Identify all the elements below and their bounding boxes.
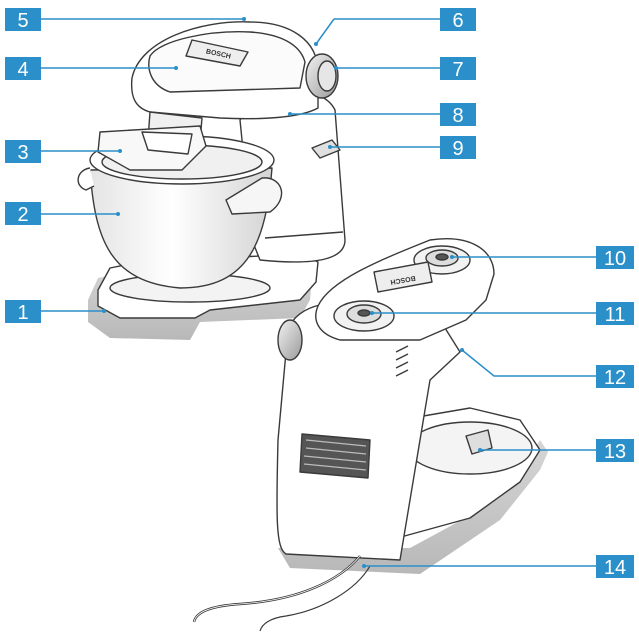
bowl-handle-right — [225, 177, 283, 215]
rear-column — [276, 302, 461, 561]
callout-5: 5 — [5, 8, 41, 32]
rear-base-shadow — [278, 440, 548, 574]
leader-lines — [40, 18, 596, 567]
callout-8: 8 — [440, 103, 476, 127]
callout-10: 10 — [596, 246, 634, 270]
callout-13-label: 13 — [604, 441, 626, 463]
callout-9: 9 — [440, 136, 476, 160]
callout-11: 11 — [596, 302, 634, 326]
leader-dots — [102, 17, 482, 568]
callout-9-label: 9 — [452, 138, 463, 160]
callout-7-label: 7 — [452, 59, 463, 81]
callout-12: 12 — [596, 365, 634, 389]
callout-1: 1 — [5, 300, 41, 324]
brand-plate-front: BOSCH — [185, 39, 249, 67]
callout-14-label: 14 — [604, 557, 626, 579]
release-button — [311, 139, 341, 159]
callout-7: 7 — [440, 57, 476, 81]
callout-14: 14 — [596, 555, 634, 579]
callout-11-label: 11 — [605, 304, 626, 326]
column-seam — [264, 231, 344, 239]
filling-opening — [141, 131, 193, 155]
callout-2-label: 2 — [17, 204, 28, 226]
mixing-bowl — [89, 167, 273, 289]
callout-2: 2 — [5, 202, 41, 226]
rear-rotary-switch — [277, 319, 303, 361]
callout-badges: 1 2 3 4 5 6 7 8 — [5, 8, 634, 579]
callout-13: 13 — [596, 439, 634, 463]
callout-3-label: 3 — [17, 142, 28, 164]
drive-medium-speed — [333, 300, 395, 332]
front-machine: BOSCH — [77, 21, 346, 340]
callout-5-label: 5 — [17, 10, 28, 32]
callout-6-label: 6 — [452, 10, 463, 32]
bosch-logo-rear: BOSCH — [390, 274, 416, 285]
rotary-switch-face — [317, 60, 337, 92]
bowl-handle-left — [77, 167, 95, 191]
callout-1-label: 1 — [17, 302, 28, 324]
bowl-drive — [465, 429, 493, 455]
callout-4: 4 — [5, 57, 41, 81]
callout-3: 3 — [5, 140, 41, 164]
callout-6: 6 — [440, 8, 476, 32]
side-vents — [395, 345, 409, 377]
ventilation-grille — [299, 433, 371, 479]
brand-plate-rear: BOSCH — [373, 261, 433, 293]
callout-4-label: 4 — [17, 59, 28, 81]
rear-machine: BOSCH — [192, 238, 548, 632]
callout-12-label: 12 — [604, 367, 626, 389]
callout-8-label: 8 — [452, 105, 463, 127]
leader-12 — [461, 349, 596, 377]
callout-10-label: 10 — [604, 248, 626, 270]
leader-6 — [315, 18, 335, 45]
